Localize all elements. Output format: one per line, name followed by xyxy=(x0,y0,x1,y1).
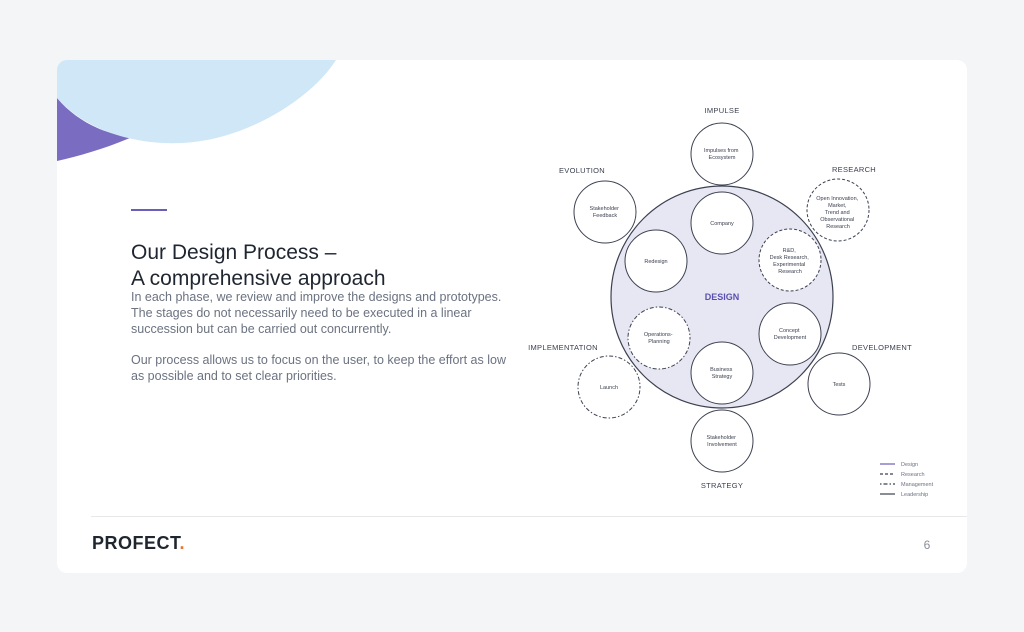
label-business-strategy: Business Strategy xyxy=(710,367,734,380)
design-process-diagram: DESIGN IMPULSE RESEARCH EVOLUTION DEVELO… xyxy=(528,106,934,498)
decorative-shapes xyxy=(57,60,336,161)
node-stakeholder-feedback xyxy=(573,180,637,244)
legend-research-label: Research xyxy=(901,472,925,478)
node-stakeholder-involvement xyxy=(690,409,754,473)
focus-paragraph: Our process allows us to focus on the us… xyxy=(131,353,506,383)
phase-label-evolution: EVOLUTION xyxy=(559,166,605,175)
profect-logo: PROFECT. xyxy=(92,533,185,554)
label-tests: Tests xyxy=(833,382,846,388)
deco-purple-shape xyxy=(57,98,132,161)
intro-paragraph: In each phase, we review and improve the… xyxy=(131,290,502,336)
title-line-1: Our Design Process – xyxy=(131,241,337,265)
label-stakeholder-involvement: Stakeholder Involvement xyxy=(707,435,738,448)
deco-light-blue-shape xyxy=(57,60,336,144)
design-center-label: DESIGN xyxy=(705,292,740,302)
title-accent-line xyxy=(131,209,167,211)
label-concept-development: Concept Development xyxy=(774,328,807,341)
node-tests xyxy=(807,352,871,416)
page-number: 6 xyxy=(923,538,931,552)
node-launch xyxy=(577,355,641,419)
slide: Our Design Process – A comprehensive app… xyxy=(57,60,967,573)
label-launch: Launch xyxy=(600,385,618,391)
legend-leadership-label: Leadership xyxy=(901,492,928,498)
phase-label-research: RESEARCH xyxy=(832,165,876,174)
footer-divider xyxy=(91,516,967,517)
logo-text: PROFECT xyxy=(92,533,180,553)
page-title: Our Design Process – A comprehensive app… xyxy=(131,240,511,292)
legend-management-label: Management xyxy=(901,482,934,488)
node-rd-desk-research xyxy=(758,228,822,292)
phase-label-strategy: STRATEGY xyxy=(701,481,743,490)
logo-dot: . xyxy=(179,533,186,553)
phase-label-development: DEVELOPMENT xyxy=(852,343,912,352)
label-company: Company xyxy=(710,221,734,227)
phase-label-implementation: IMPLEMENTATION xyxy=(528,343,598,352)
label-stakeholder-feedback: Stakeholder Feedback xyxy=(590,206,621,219)
label-impulses-from-ecosystem: Impulses from Ecosystem xyxy=(704,148,740,161)
node-concept-development xyxy=(758,302,822,366)
node-open-innovation xyxy=(806,178,870,242)
node-business-strategy xyxy=(690,341,754,405)
phase-label-impulse: IMPULSE xyxy=(704,106,739,115)
node-company xyxy=(690,191,754,255)
node-redesign xyxy=(624,229,688,293)
title-line-2: A comprehensive approach xyxy=(131,267,386,291)
node-impulses-from-ecosystem xyxy=(690,122,754,186)
label-open-innovation: Open Innovation, Market, Trend and Obser… xyxy=(816,196,859,230)
legend: Design Research Management Leadership xyxy=(880,462,934,498)
label-redesign: Redesign xyxy=(644,259,667,265)
legend-design-label: Design xyxy=(901,462,918,468)
label-operations-planning: Operations- Planning xyxy=(644,332,674,345)
label-rd-desk-research: R&D, Desk Research, Experimental Researc… xyxy=(770,248,811,275)
node-operations-planning xyxy=(627,306,691,370)
